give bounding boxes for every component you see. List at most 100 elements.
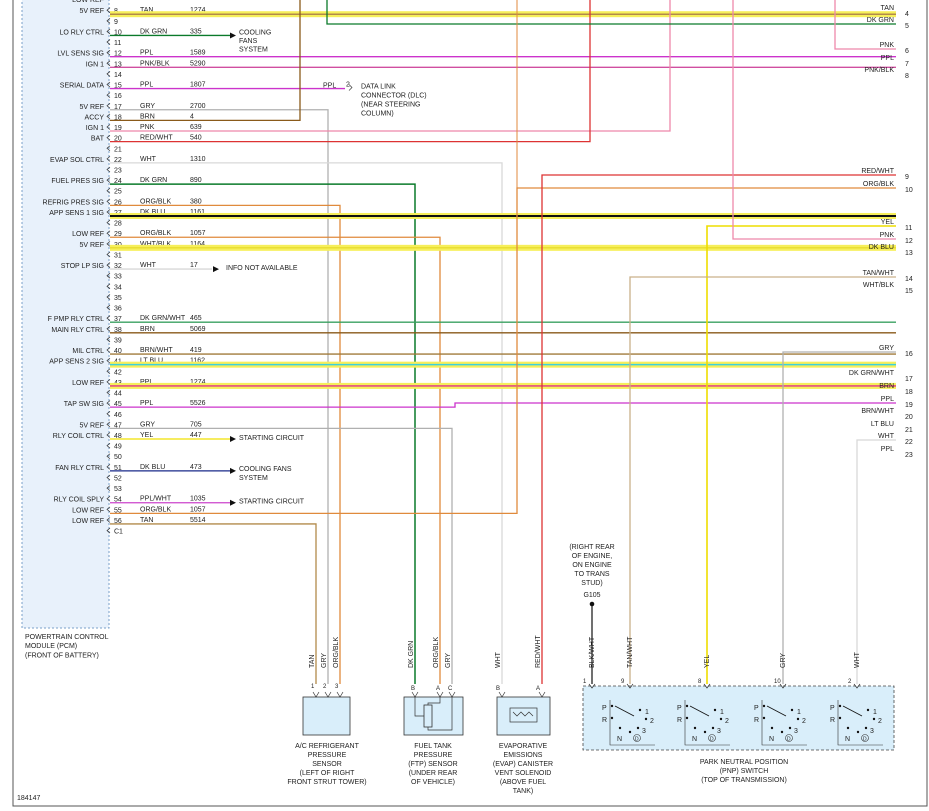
pin-label: 5V REF bbox=[79, 242, 104, 249]
wire-color-label: GRY bbox=[140, 421, 155, 428]
right-wire-label: BRN/WHT bbox=[861, 408, 894, 415]
wire-color-label: BRN bbox=[140, 113, 155, 120]
pin-number: 48 bbox=[114, 433, 122, 440]
pnp-contact bbox=[872, 717, 876, 721]
pin-bracket bbox=[106, 283, 111, 290]
pin-number: 19 bbox=[114, 125, 122, 132]
pin-bracket bbox=[106, 347, 111, 353]
circuit-number: 1035 bbox=[190, 496, 206, 503]
pin-number: 24 bbox=[114, 178, 122, 185]
wire-color-label: ORG/BLK bbox=[140, 230, 171, 237]
pnp-wiper bbox=[766, 705, 787, 717]
pin-bracket bbox=[106, 39, 111, 45]
wire-wht-1310 bbox=[110, 162, 503, 684]
pin-number: 49 bbox=[114, 444, 122, 451]
evap-label: (ABOVE FUEL bbox=[500, 779, 546, 786]
pin-number: 40 bbox=[114, 348, 122, 355]
pin-bracket bbox=[106, 517, 111, 523]
pin-bracket bbox=[106, 368, 111, 375]
pin-number: 25 bbox=[114, 189, 122, 196]
ftp-wire-label: ORG/BLK bbox=[433, 637, 440, 668]
pin-bracket bbox=[106, 474, 111, 481]
right-wire-label: YEL bbox=[881, 219, 894, 226]
ac-sensor-label: PRESSURE bbox=[308, 752, 347, 759]
pin-bracket bbox=[106, 103, 111, 109]
pnp-contact bbox=[711, 726, 715, 730]
ftp-internal bbox=[427, 697, 441, 705]
pin-bracket bbox=[106, 464, 111, 470]
ground-label: (RIGHT REAR bbox=[569, 544, 614, 551]
wire-color-label: PPL bbox=[140, 400, 153, 407]
pin-label: TAP SW SIG bbox=[64, 401, 104, 408]
pin-number: 15 bbox=[114, 83, 122, 90]
pnp-position-d: D bbox=[787, 737, 791, 743]
wire-org-blk-380 bbox=[110, 204, 341, 684]
pnp-pin-bracket bbox=[703, 683, 711, 689]
pin-bracket bbox=[106, 209, 111, 215]
evap-label: EVAPORATIVE bbox=[499, 743, 548, 750]
pin-label: ACCY bbox=[85, 114, 105, 121]
circuit-number: 5526 bbox=[190, 400, 206, 407]
pnp-contact bbox=[693, 726, 697, 730]
circuit-number: 335 bbox=[190, 28, 202, 35]
wire-org-blk-1057 bbox=[110, 236, 441, 684]
right-wire-label: GRY bbox=[879, 345, 894, 352]
pin-label: LOW REF bbox=[72, 507, 104, 514]
pin-bracket bbox=[106, 177, 111, 183]
pin-bracket bbox=[106, 262, 111, 268]
pnp-position-d: D bbox=[863, 737, 867, 743]
pin-number: 36 bbox=[114, 306, 122, 313]
pnp-contact bbox=[618, 726, 622, 730]
right-wire-number: 12 bbox=[905, 238, 913, 245]
pnp-contact bbox=[780, 730, 784, 734]
wire-pnk-12 bbox=[732, 0, 896, 240]
pnp-pin-number: 1 bbox=[583, 679, 587, 685]
pin-number: 10 bbox=[114, 29, 122, 36]
pnp-contact bbox=[762, 704, 766, 708]
pin-number: 46 bbox=[114, 412, 122, 419]
pin-number: 33 bbox=[114, 274, 122, 281]
circuit-number: 540 bbox=[190, 135, 202, 142]
ftp-pin-label: A bbox=[436, 686, 440, 692]
ac-pin-number: 2 bbox=[323, 684, 327, 690]
evap-wire-label: WHT bbox=[495, 651, 502, 668]
evap-label: (EVAP) CANISTER bbox=[493, 761, 553, 768]
cooling-fans-label: FANS bbox=[239, 38, 258, 45]
pin-bracket bbox=[106, 49, 111, 56]
circuit-number: 1057 bbox=[190, 506, 206, 513]
pnp-contact bbox=[610, 704, 614, 708]
pin-bracket bbox=[106, 389, 111, 396]
pin-number: 32 bbox=[114, 263, 122, 270]
pin-number: 55 bbox=[114, 507, 122, 514]
pin-bracket bbox=[106, 198, 111, 205]
wire-color-label: DK BLU bbox=[140, 209, 165, 216]
circuit-number: 1589 bbox=[190, 50, 206, 57]
pin-bracket bbox=[106, 326, 111, 332]
pin-bracket bbox=[106, 379, 111, 385]
pin-label: F PMP RLY CTRL bbox=[48, 316, 105, 323]
right-wire-label: ORG/BLK bbox=[863, 181, 894, 188]
pnp-position-1: 1 bbox=[797, 709, 801, 716]
pin-bracket bbox=[106, 7, 111, 13]
pin-label: 5V REF bbox=[79, 104, 104, 111]
right-wire-number: 20 bbox=[905, 414, 913, 421]
wire-color-label: DK BLU bbox=[140, 464, 165, 471]
right-wire-number: 11 bbox=[905, 225, 912, 232]
pin-bracket bbox=[106, 92, 111, 98]
pnp-position-n: N bbox=[617, 736, 622, 743]
pnp-contact bbox=[864, 726, 868, 730]
pin-number: 42 bbox=[114, 369, 122, 376]
circuit-number: 2700 bbox=[190, 103, 206, 110]
pnp-position-3: 3 bbox=[870, 728, 874, 735]
evap-coil bbox=[509, 707, 538, 723]
pnp-position-r: R bbox=[754, 717, 759, 724]
wire-color-label: ORG/BLK bbox=[140, 506, 171, 513]
ftp-pin-bracket bbox=[448, 691, 456, 698]
right-wire-label: RED/WHT bbox=[861, 168, 894, 175]
pnp-position-n: N bbox=[845, 736, 850, 743]
wire-color-label: DK GRN bbox=[140, 28, 167, 35]
pnp-position-3: 3 bbox=[794, 728, 798, 735]
right-wire-number: 16 bbox=[905, 351, 913, 358]
wire-color-label: PPL bbox=[140, 379, 153, 386]
pin-bracket bbox=[106, 485, 111, 491]
